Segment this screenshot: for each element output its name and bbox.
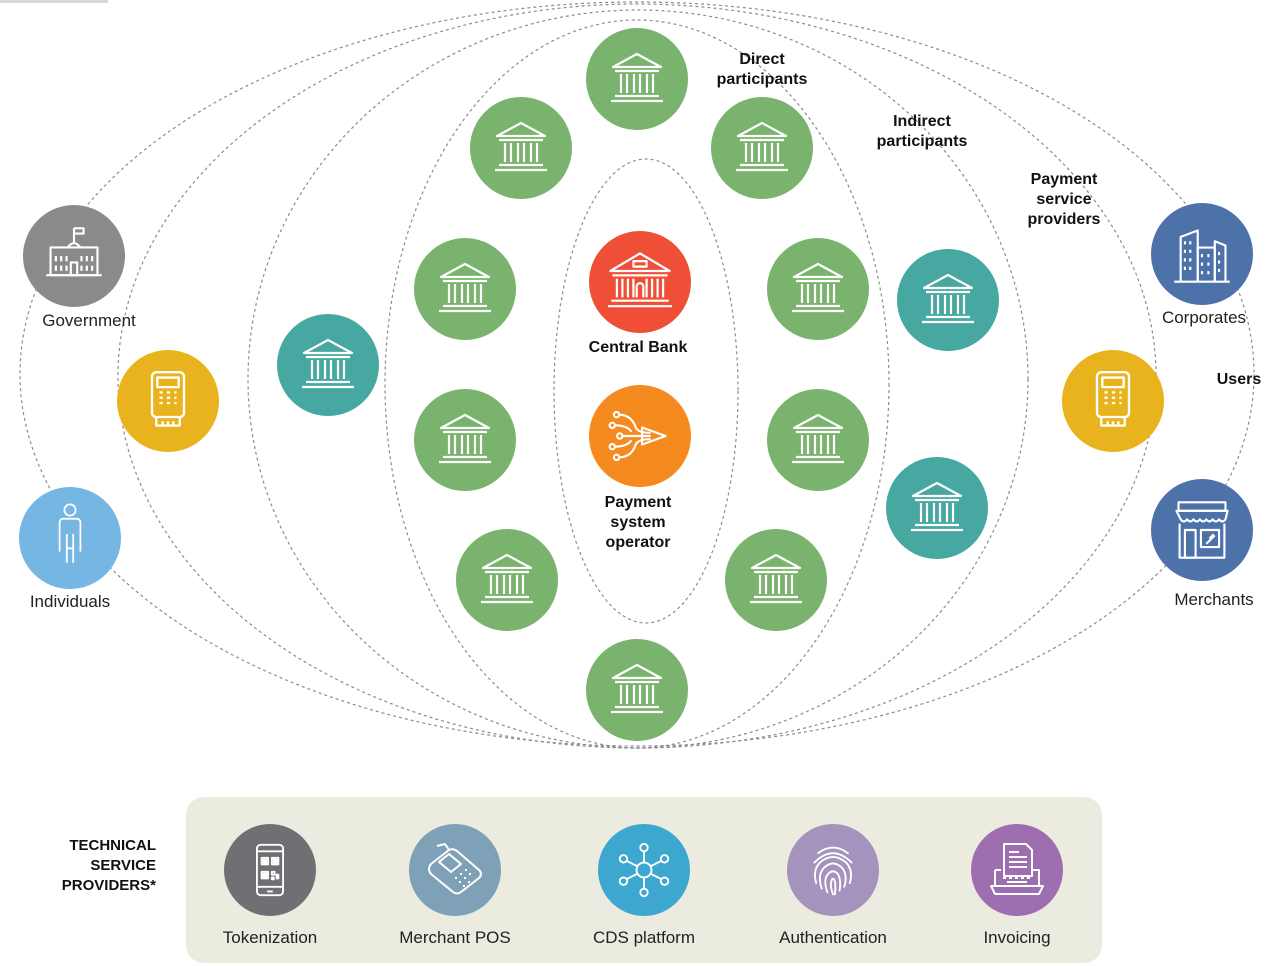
government-building-icon: [23, 205, 125, 307]
indirect-participant-banks: [277, 249, 999, 559]
invoicing-label: Invoicing: [983, 928, 1051, 947]
pos-device-icon: [1062, 350, 1164, 452]
bank-icon: [470, 97, 572, 199]
bank-icon: [725, 529, 827, 631]
direct-participant-banks: [414, 28, 869, 741]
users-label: Users: [1216, 371, 1262, 388]
corner-rule: [0, 0, 108, 3]
users-ring: [19, 1, 1255, 747]
skyscrapers-icon: [1151, 203, 1253, 305]
bank-icon: [456, 529, 558, 631]
operator-flow-icon: [589, 385, 691, 487]
bank-icon: [711, 97, 813, 199]
payment-system-operator-label: Payment system operator: [604, 494, 672, 551]
core-ring: [553, 158, 739, 624]
corporates-label: Corporates: [1161, 308, 1247, 327]
government-label: Government: [42, 311, 136, 330]
indirect-participants-label: Indirect participants: [876, 113, 968, 150]
direct-participants-ring: [384, 19, 890, 749]
bank-icon: [414, 389, 516, 491]
bank-icon: [586, 28, 688, 130]
cds-platform-label: CDS platform: [592, 928, 696, 947]
direct-participants-label: Direct participants: [716, 51, 808, 88]
technical-providers-title: TECHNICAL SERVICE PROVIDERS*: [61, 837, 156, 894]
storefront-icon: [1151, 479, 1253, 581]
pos-device-icon: [117, 350, 219, 452]
bank-icon: [767, 389, 869, 491]
central-bank-label: Central Bank: [588, 339, 688, 356]
person-icon: [19, 487, 121, 589]
tokenization-label: Tokenization: [222, 928, 318, 947]
merchant-pos-label: Merchant POS: [399, 928, 511, 947]
psp-label: Payment service providers: [1027, 171, 1101, 228]
bank-icon: [586, 639, 688, 741]
authentication-label: Authentication: [779, 928, 887, 947]
bank-icon: [277, 314, 379, 416]
bank-icon: [767, 238, 869, 340]
bank-icon: [897, 249, 999, 351]
bank-icon: [886, 457, 988, 559]
bank-icon: [414, 238, 516, 340]
individuals-label: Individuals: [29, 592, 111, 611]
central-bank-icon: [589, 231, 691, 333]
merchants-label: Merchants: [1174, 590, 1254, 609]
